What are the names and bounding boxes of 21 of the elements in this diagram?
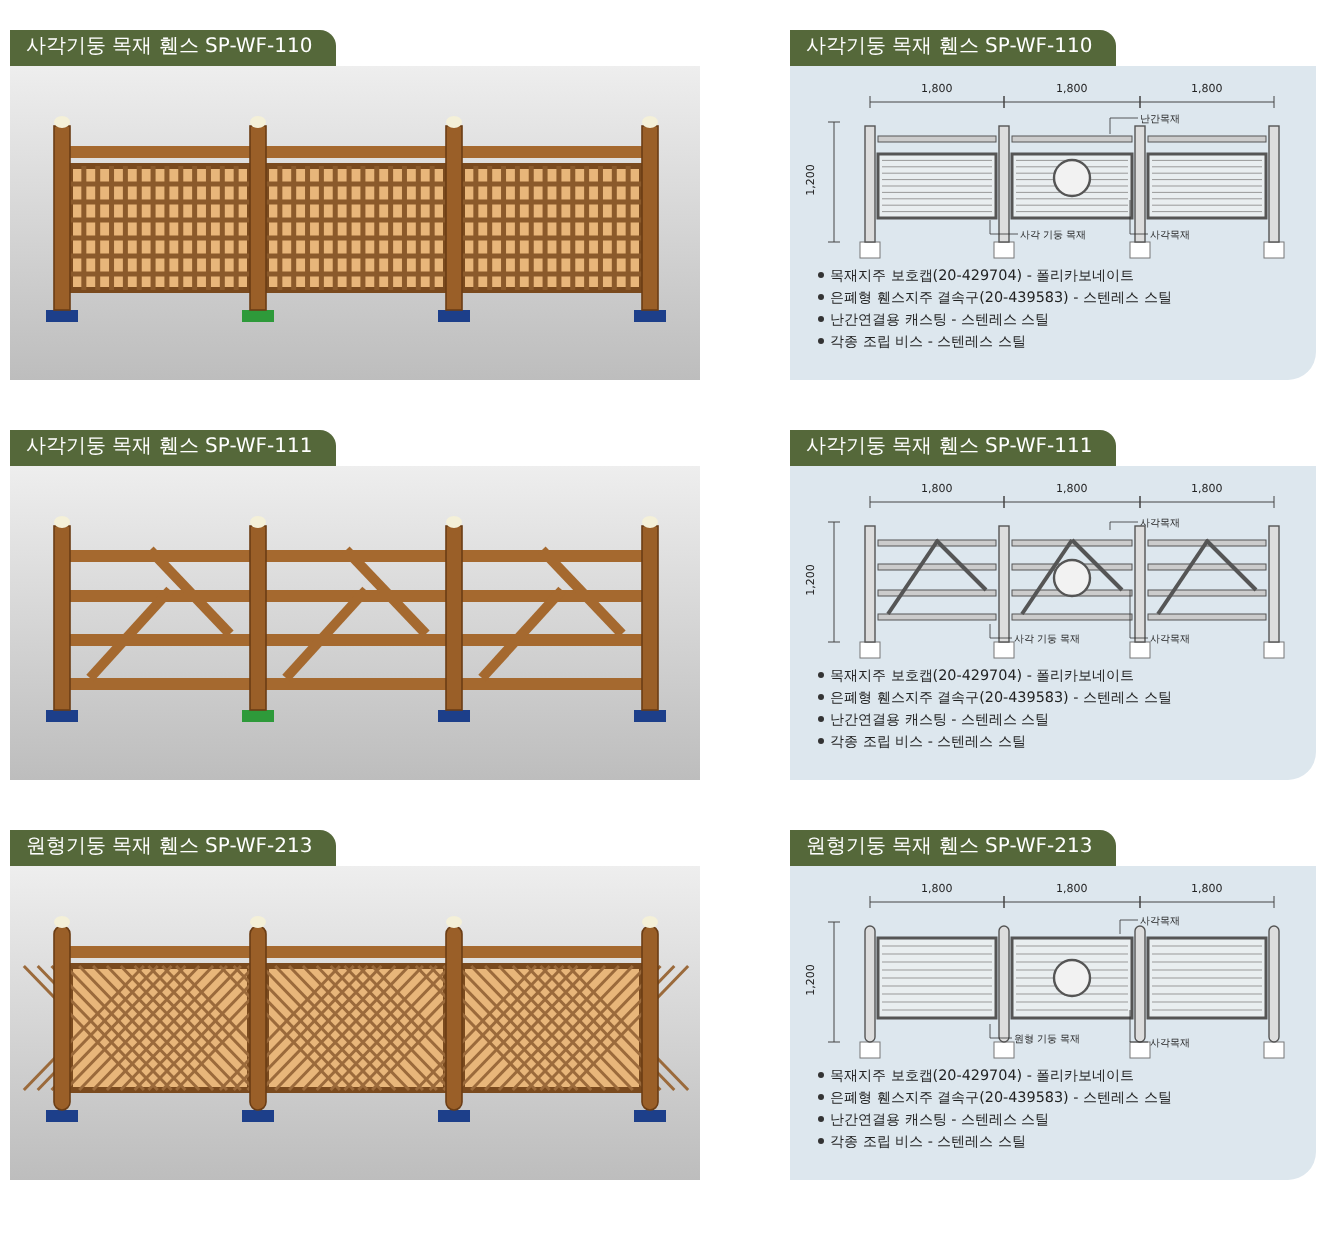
leader-line (989, 623, 1013, 639)
leader-line (1119, 919, 1139, 935)
spec-panel (790, 430, 1316, 780)
panel-title-tab: 사각기둥 목재 휀스 SP-WF-111 (10, 430, 337, 466)
panel-title-tab: 원형기둥 목재 휀스 SP-WF-213 (790, 830, 1117, 866)
panel-title-tab: 원형기둥 목재 휀스 SP-WF-213 (10, 830, 337, 866)
panel-title-tab: 사각기둥 목재 휀스 SP-WF-110 (10, 30, 337, 66)
product-photo-panel (10, 830, 700, 1180)
leader-line (989, 219, 1019, 235)
leader-line (989, 1023, 1013, 1039)
leader-line (1129, 589, 1149, 639)
panel-title-tab: 사각기둥 목재 휀스 SP-WF-110 (790, 30, 1117, 66)
panel-title-tab: 사각기둥 목재 휀스 SP-WF-111 (790, 430, 1117, 466)
product-photo-panel (10, 30, 700, 380)
spec-panel (790, 830, 1316, 1180)
product-photo-panel (10, 430, 700, 780)
spec-panel (790, 30, 1316, 380)
leader-line (1129, 199, 1149, 235)
leader-line (1109, 117, 1139, 135)
leader-line (1109, 521, 1139, 531)
leader-line (1129, 1009, 1149, 1043)
